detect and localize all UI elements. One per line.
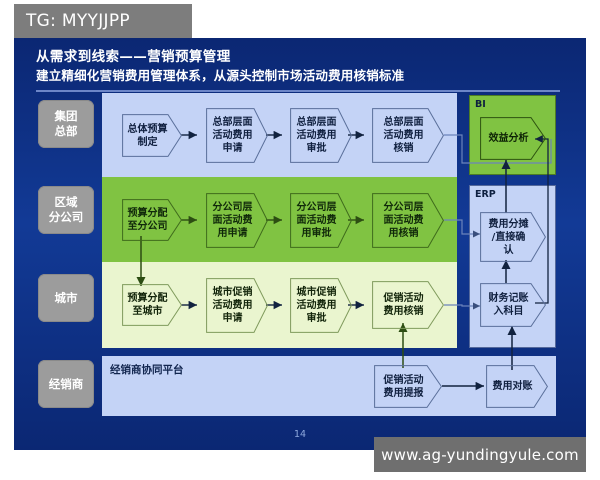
node-erp-cost-allocation-line2: /直接确 xyxy=(491,231,526,243)
node-hq-step-2-line2: 活动费用 xyxy=(212,130,253,141)
node-bi-benefit-analysis-line1: 效益分析 xyxy=(488,133,529,144)
node-dealer-step-2[interactable]: 费用对账 xyxy=(486,365,548,408)
slide-canvas: 从需求到线索——营销预算管理 建立精细化营销费用管理体系，从源头控制市场活动费用… xyxy=(14,38,586,450)
watermark-label: www.ag-yundingyule.com xyxy=(381,445,579,464)
node-dealer-step-1-line1: 促销活动 xyxy=(383,374,424,386)
node-hq-step-3-line1: 总部层面 xyxy=(296,117,337,128)
node-city-step-3-line3: 审批 xyxy=(306,313,327,324)
node-erp-accounting-entry[interactable]: 财务记账 入科目 xyxy=(480,283,546,327)
role-chip-hq[interactable]: 集团 总部 xyxy=(38,100,94,148)
node-erp-cost-allocation-line1: 费用分摊 xyxy=(488,218,529,230)
node-city-step-2[interactable]: 城市促销 活动费用 申请 xyxy=(206,278,268,333)
node-city-step-1-line1: 预算分配 xyxy=(127,293,168,304)
role-chip-hq-line2: 总部 xyxy=(54,124,78,138)
node-erp-cost-allocation-line3: 认 xyxy=(503,244,514,256)
watermark: www.ag-yundingyule.com xyxy=(374,437,586,472)
node-branch-step-4-line3: 用核销 xyxy=(388,228,419,239)
node-branch-step-3-line1: 分公司层 xyxy=(296,202,337,213)
node-branch-step-1-line1: 预算分配 xyxy=(127,208,168,219)
node-city-step-2-line1: 城市促销 xyxy=(212,287,253,298)
dealer-platform-label: 经销商协同平台 xyxy=(110,364,184,376)
role-chip-branch[interactable]: 区域 分公司 xyxy=(38,186,94,234)
node-hq-step-1[interactable]: 总体预算 制定 xyxy=(122,114,182,157)
node-branch-step-1[interactable]: 预算分配 至分公司 xyxy=(122,199,182,241)
node-branch-step-2[interactable]: 分公司层 面活动费 用申请 xyxy=(206,193,268,248)
node-dealer-step-1[interactable]: 促销活动 费用提报 xyxy=(374,365,442,408)
role-chip-branch-line2: 分公司 xyxy=(48,210,84,224)
panel-erp-title: ERP xyxy=(475,189,496,200)
node-city-step-3-line1: 城市促销 xyxy=(296,287,337,298)
node-hq-step-3-line2: 活动费用 xyxy=(296,130,337,141)
page-number: 14 xyxy=(293,429,307,440)
node-branch-step-2-line2: 面活动费 xyxy=(212,215,253,226)
node-city-step-4-line2: 费用核销 xyxy=(383,306,424,317)
role-chip-dealer[interactable]: 经销商 xyxy=(38,360,94,408)
node-hq-step-2[interactable]: 总部层面 活动费用 申请 xyxy=(206,108,268,163)
node-branch-step-4[interactable]: 分公司层 面活动费 用核销 xyxy=(372,193,444,248)
node-branch-step-3-line2: 面活动费 xyxy=(296,215,337,226)
node-city-step-1[interactable]: 预算分配 至城市 xyxy=(122,284,182,326)
node-branch-step-3-line3: 用审批 xyxy=(301,228,332,239)
node-branch-step-4-line2: 面活动费 xyxy=(383,215,424,226)
node-hq-step-4-line3: 核销 xyxy=(393,143,414,154)
node-branch-step-2-line1: 分公司层 xyxy=(212,202,253,213)
node-city-step-3-line2: 活动费用 xyxy=(296,300,337,311)
role-chip-city[interactable]: 城市 xyxy=(38,274,94,322)
node-city-step-3[interactable]: 城市促销 活动费用 审批 xyxy=(290,278,352,333)
node-erp-accounting-entry-line1: 财务记账 xyxy=(488,293,529,304)
title-block: 从需求到线索——营销预算管理 建立精细化营销费用管理体系，从源头控制市场活动费用… xyxy=(36,48,556,85)
node-branch-step-1-line2: 至分公司 xyxy=(127,221,168,232)
node-hq-step-2-line3: 申请 xyxy=(222,143,243,154)
node-hq-step-4-line1: 总部层面 xyxy=(383,117,424,128)
role-chip-branch-line1: 区域 xyxy=(54,195,78,209)
node-erp-accounting-entry-line2: 入科目 xyxy=(493,306,524,317)
role-chip-city-line1: 城市 xyxy=(54,290,78,305)
role-chip-hq-line1: 集团 xyxy=(54,109,78,123)
node-bi-benefit-analysis[interactable]: 效益分析 xyxy=(480,117,546,160)
node-branch-step-2-line3: 用申请 xyxy=(217,228,248,239)
node-city-step-2-line2: 活动费用 xyxy=(212,300,253,311)
panel-bi-title: BI xyxy=(475,99,486,110)
node-hq-step-3-line3: 审批 xyxy=(306,143,327,154)
node-branch-step-4-line1: 分公司层 xyxy=(383,202,424,213)
node-hq-step-2-line1: 总部层面 xyxy=(212,117,253,128)
node-hq-step-1-line1: 总体预算 xyxy=(127,123,168,135)
node-city-step-4[interactable]: 促销活动 费用核销 xyxy=(372,281,444,329)
node-hq-step-4[interactable]: 总部层面 活动费用 核销 xyxy=(372,108,444,163)
node-hq-step-3[interactable]: 总部层面 活动费用 审批 xyxy=(290,108,352,163)
node-hq-step-4-line2: 活动费用 xyxy=(383,130,424,141)
title-divider xyxy=(36,90,560,92)
tg-badge-label: TG: MYYJJPP xyxy=(26,11,130,31)
node-city-step-4-line1: 促销活动 xyxy=(383,293,424,304)
node-dealer-step-1-line2: 费用提报 xyxy=(383,387,424,399)
role-chip-dealer-line1: 经销商 xyxy=(48,376,84,391)
node-branch-step-3[interactable]: 分公司层 面活动费 用审批 xyxy=(290,193,352,248)
node-city-step-2-line3: 申请 xyxy=(222,313,243,324)
page-subtitle: 建立精细化营销费用管理体系，从源头控制市场活动费用核销标准 xyxy=(36,68,405,83)
node-hq-step-1-line2: 制定 xyxy=(137,136,158,148)
node-dealer-step-2-line1: 费用对账 xyxy=(492,381,533,392)
page-title: 从需求到线索——营销预算管理 xyxy=(36,49,231,65)
node-city-step-1-line2: 至城市 xyxy=(132,306,163,317)
node-erp-cost-allocation[interactable]: 费用分摊 /直接确 认 xyxy=(480,212,546,262)
tg-badge: TG: MYYJJPP xyxy=(14,4,192,38)
